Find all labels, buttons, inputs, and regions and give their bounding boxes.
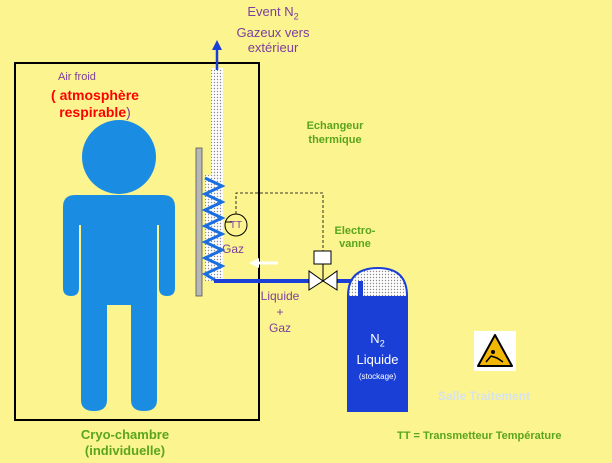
flow-arrow-icon [249,258,259,268]
n2-stockage: (stockage) [358,371,397,381]
n2-main: N [370,331,380,346]
echangeur-label: Echangeur thermique [295,119,375,147]
liquide-line1: Liquide [260,289,300,303]
tt-symbol: TT [229,220,243,231]
liquide-line2: + [276,305,284,319]
cryo-line1: Cryo-chambre [80,427,170,442]
cryo-chamber-label: Cryo-chambre (individuelle) [60,427,190,459]
electro-line2: vanne [339,238,371,250]
atmo-close-paren: ) [126,104,131,120]
air-froid-label: Air froid [58,71,96,83]
event-line3: extérieur [247,39,299,55]
echangeur-line1: Echangeur [306,120,364,132]
atmo-open: ( atmosphère [51,87,139,103]
n2-sub: 2 [379,338,385,349]
liquide-gaz-label: Liquide + Gaz [254,288,306,336]
electro-line1: Electro- [334,225,376,237]
valve-actuator [313,250,332,265]
tank-gas-space [349,269,406,296]
salle-label: Salle Traitement [438,389,531,403]
echangeur-line2: thermique [308,134,362,146]
cold-hazard-warning-icon [474,331,516,371]
vent-arrow-icon [212,40,222,50]
atmosphere-label: ( atmosphère respirable) [30,87,160,121]
cryo-chamber-frame [14,62,260,421]
control-line [235,192,324,251]
tank-pipe-inlet [358,281,363,297]
legend-label: TT = Transmetteur Température [397,430,562,442]
exchanger-plate [195,147,203,297]
electrovanne-label: Electro- vanne [330,225,380,251]
cryo-line2: (individuelle) [84,443,166,458]
nitrogen-tank [347,267,408,412]
tank-label: N2 Liquide (stockage) [347,331,408,384]
event-line1: Event N [247,4,294,19]
atmo-close-word: respirable [59,104,127,120]
event-label: Event N2 Gazeux vers extérieur [214,4,332,55]
heat-exchanger-coil [201,176,226,282]
n2-liquide: Liquide [356,351,399,367]
vent-gas-column [211,68,223,178]
event-sub: 2 [293,11,299,22]
valve-body-icon [308,270,338,291]
human-silhouette-icon [63,120,175,411]
event-line2: Gazeux vers [236,24,310,40]
gaz-label: Gaz [222,242,245,256]
liquide-line3: Gaz [268,321,291,335]
